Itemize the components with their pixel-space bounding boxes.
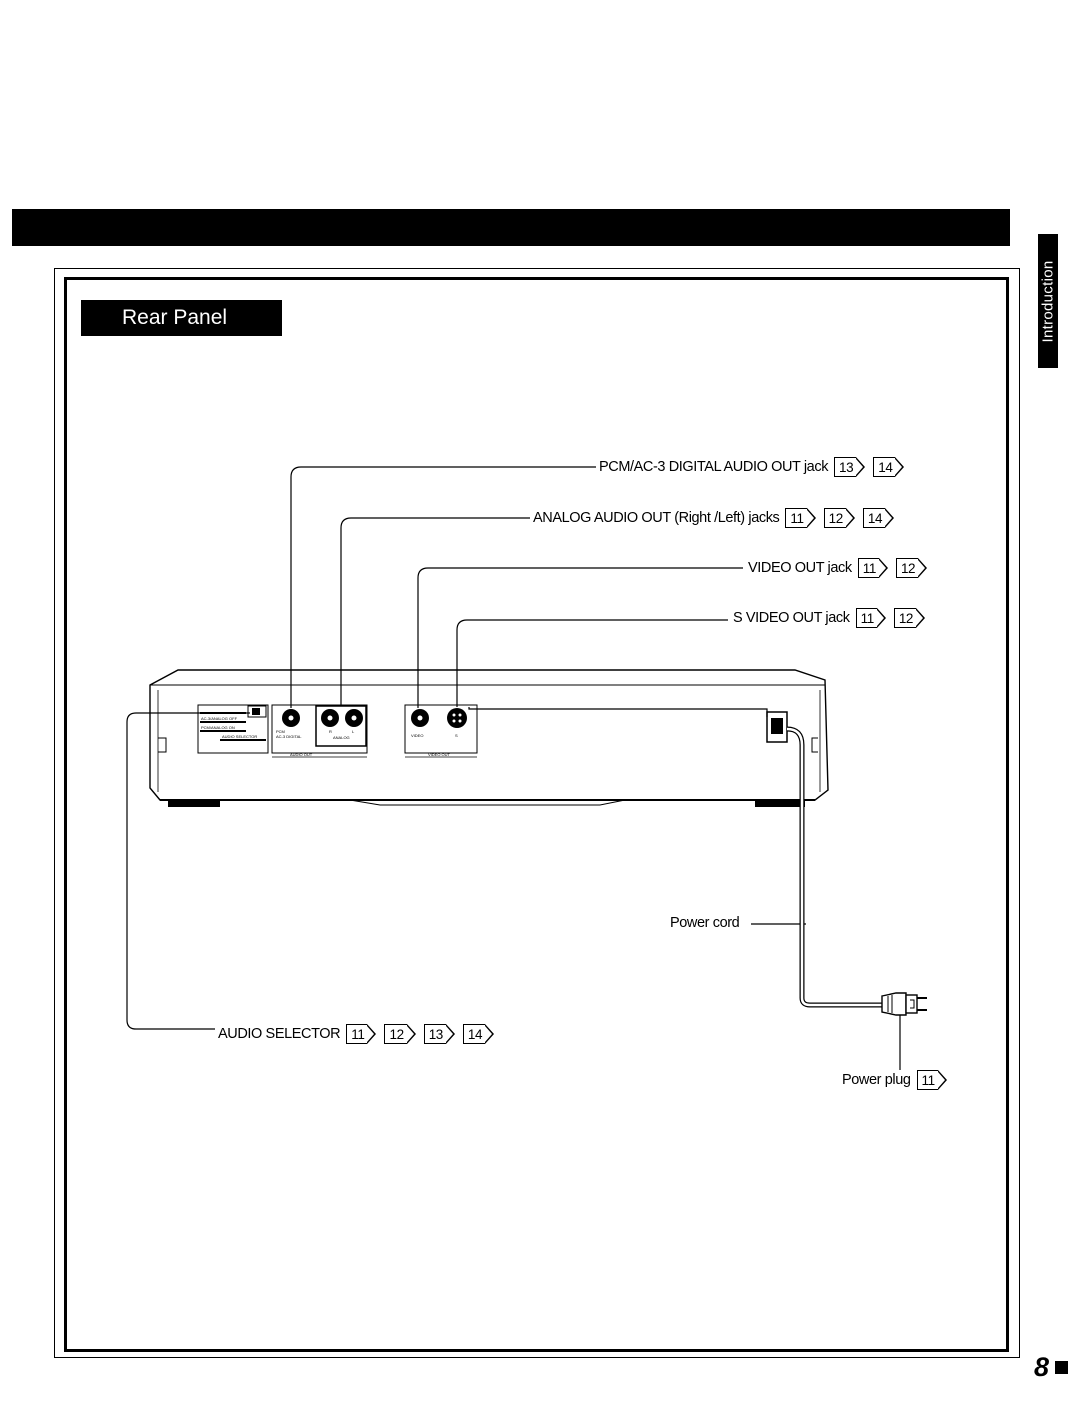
power-cord [786,726,927,1016]
page-ref: 12 [893,608,926,628]
legend-audio-out: AUDIO OUT [290,752,313,757]
callout-power-plug: Power plug 11 [842,1070,955,1090]
legend-video: VIDEO [411,733,423,738]
section-tab: Introduction [1038,234,1058,368]
page-frame-inner [64,277,1009,1352]
callout-digital-audio-out: PCM/AC-3 DIGITAL AUDIO OUT jack 13 14 [599,457,912,477]
legend-selector-2: PCM/ANALOG ON [201,725,235,730]
page-ref: 14 [862,508,895,528]
section-title: Rear Panel [81,300,282,336]
page-ref: 12 [895,558,928,578]
callout-power-cord: Power cord [670,915,745,931]
page-marker-square [1055,1361,1069,1374]
legend-digital: PCM [276,729,285,734]
page-ref: 11 [916,1070,948,1090]
page-ref: 12 [823,508,856,528]
page-ref: 13 [834,457,866,477]
callout-label: Power cord [670,915,740,931]
legend-selector-1: AC-3/ANALOG OFF [201,716,238,721]
callout-video-out: VIDEO OUT jack 11 12 [748,558,935,578]
page-ref: 11 [855,608,887,628]
jacks [282,708,467,728]
page-frame-outer [54,268,1020,1358]
callout-audio-selector: AUDIO SELECTOR 11 12 13 14 [218,1024,502,1044]
page-ref: 11 [346,1024,377,1044]
callout-s-video-out: S VIDEO OUT jack 11 12 [733,608,933,628]
page-ref: 11 [785,508,816,528]
legend-video-out: VIDEO OUT [428,752,451,757]
leader-lines [126,466,901,1070]
legend-analog: ANALOG [333,735,350,740]
callout-label: PCM/AC-3 DIGITAL AUDIO OUT jack [599,459,829,475]
legend-digital-sub: AC-3 DIGITAL [276,734,302,739]
legend-s: S [455,733,458,738]
callout-label: AUDIO SELECTOR [218,1026,341,1042]
page-number-text: 8 [1034,1352,1050,1382]
page-number: 8 [1034,1352,1069,1383]
callout-label: S VIDEO OUT jack [733,610,850,626]
legend-selector-name: AUDIO SELECTOR [222,734,257,739]
callout-label: Power plug [842,1072,911,1088]
page-ref: 13 [423,1024,456,1044]
panel-legends: PCM AC-3 DIGITAL R L ANALOG VIDEO S AUDI… [201,716,458,757]
callout-analog-audio-out: ANALOG AUDIO OUT (Right /Left) jacks 11 … [533,508,902,528]
page-ref: 14 [462,1024,495,1044]
page-ref: 12 [384,1024,416,1044]
callout-label: ANALOG AUDIO OUT (Right /Left) jacks [533,510,780,526]
legend-r: R [329,729,332,734]
header-bar [12,209,1010,246]
s-video-jack [447,708,467,728]
callout-label: VIDEO OUT jack [748,560,852,576]
page-ref: 11 [857,558,889,578]
legend-l: L [352,729,355,734]
page-ref: 14 [873,457,905,477]
